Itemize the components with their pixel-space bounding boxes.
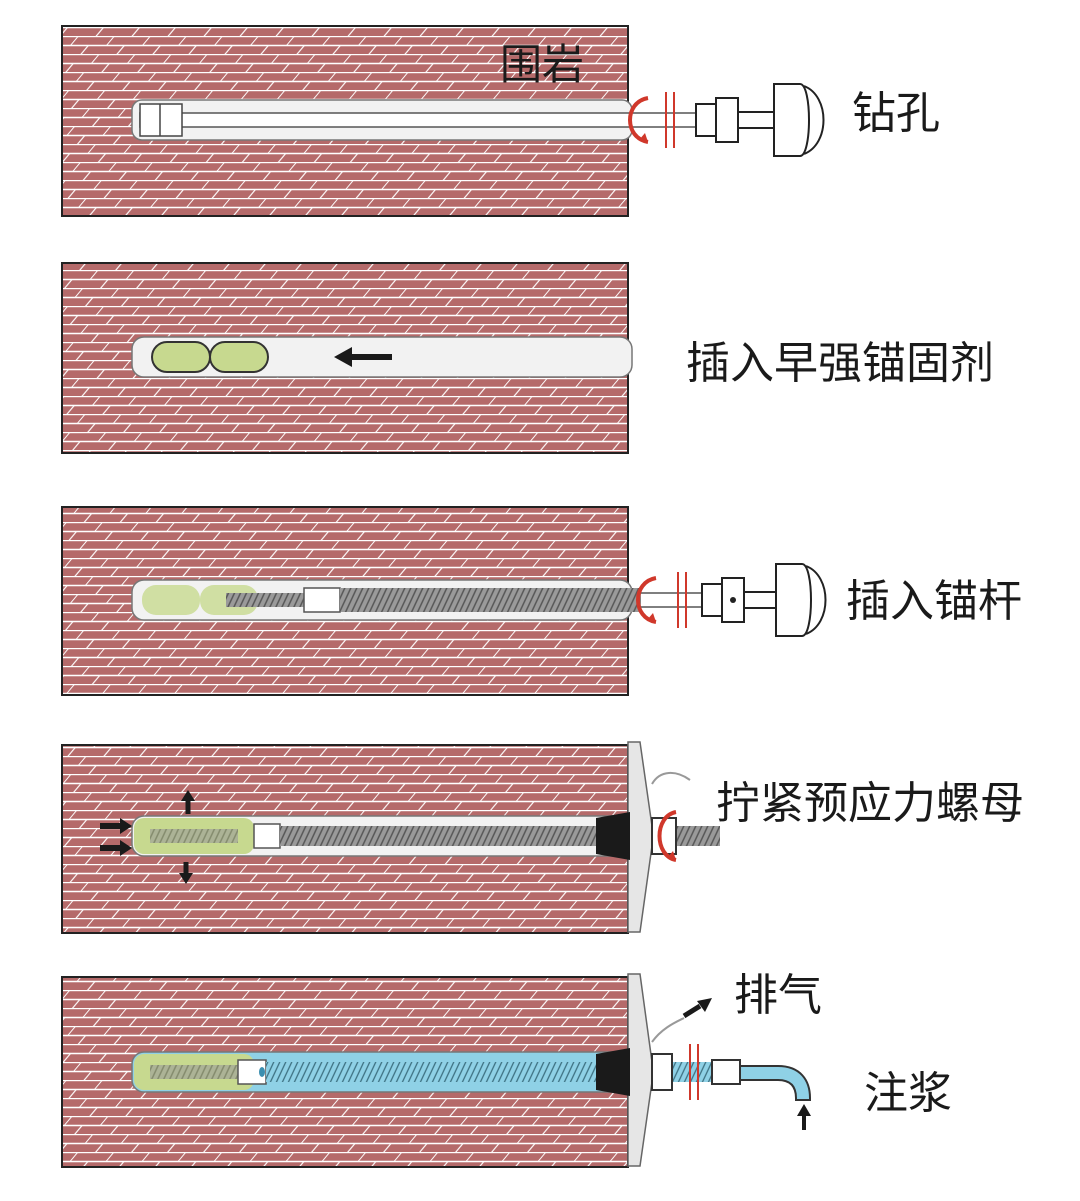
resin-cartridge xyxy=(151,341,211,373)
prestress-nut xyxy=(651,1053,673,1091)
anchor-rod xyxy=(340,588,640,612)
bearing-plate xyxy=(627,973,653,1167)
grout-inflow-arrow-icon xyxy=(797,1104,811,1130)
step-label-drilling: 钻孔 xyxy=(852,88,940,139)
rotation-arrow-icon xyxy=(689,1044,699,1100)
rock-label: 围岩 xyxy=(500,40,585,89)
step-label-exhaust: 排气 xyxy=(734,970,822,1021)
resin-cartridge xyxy=(142,585,200,615)
anchor-coupler xyxy=(253,823,281,849)
insert-arrow-icon xyxy=(334,347,392,367)
rotation-arrow-icon xyxy=(628,92,675,148)
rotation-arrow-icon xyxy=(636,572,687,628)
rotation-arrow-icon xyxy=(657,810,677,862)
anchor-rod-tip xyxy=(226,593,304,607)
step-label-insert-resin: 插入早强锚固剂 xyxy=(686,338,994,389)
drill-machine-icon xyxy=(695,83,825,157)
drill-rod xyxy=(139,103,701,137)
panel-drilling xyxy=(61,25,825,217)
resin-cartridge xyxy=(209,341,269,373)
exhaust-arrow-icon xyxy=(682,998,712,1019)
panel-insert-resin xyxy=(61,262,633,454)
grout-connector xyxy=(711,1059,741,1085)
step-label-insert-bolt: 插入锚杆 xyxy=(846,576,1022,627)
step-label-grouting: 注浆 xyxy=(864,1068,952,1119)
panel-grouting xyxy=(61,973,811,1168)
anchor-coupler xyxy=(303,587,341,613)
grout-hose xyxy=(739,1065,811,1101)
step-label-tighten-nut: 拧紧预应力螺母 xyxy=(716,778,1024,829)
drill-machine-icon xyxy=(701,563,827,637)
panel-insert-bolt xyxy=(61,506,827,696)
bearing-plate xyxy=(627,741,653,933)
expansion-arrows-icon xyxy=(100,790,195,884)
panel-tighten-nut xyxy=(61,741,720,934)
